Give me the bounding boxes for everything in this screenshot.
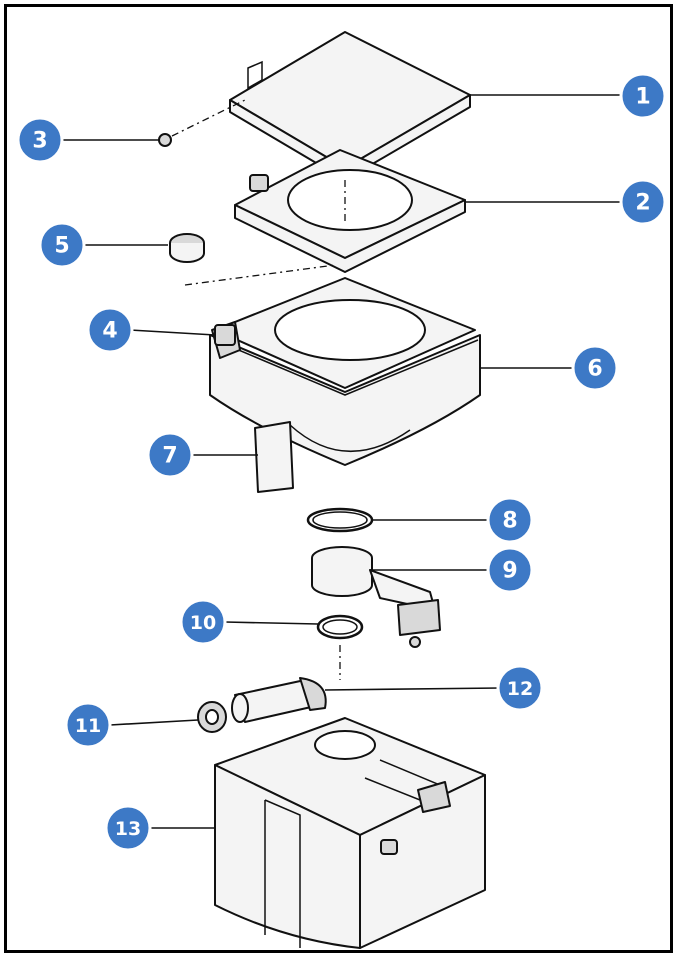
callout-7: 7 — [146, 431, 194, 479]
callout-label: 10 — [190, 612, 216, 634]
part-screw — [158, 99, 246, 147]
callout-4: 4 — [86, 306, 134, 354]
part-seat — [234, 149, 466, 273]
callout-2: 2 — [619, 178, 667, 226]
callout-5: 5 — [38, 221, 86, 269]
part-pour-spout — [231, 677, 327, 723]
callout-8: 8 — [486, 496, 534, 544]
callout-11: 11 — [64, 701, 112, 749]
callout-label: 7 — [162, 444, 177, 469]
callout-label: 9 — [502, 559, 517, 584]
callout-3: 3 — [16, 116, 64, 164]
part-outlet-valve — [311, 546, 441, 648]
callout-9: 9 — [486, 546, 534, 594]
part-seal-ring — [306, 507, 374, 533]
callout-label: 13 — [115, 818, 141, 840]
callout-label: 5 — [54, 234, 69, 259]
part-cap — [169, 233, 336, 286]
callout-6: 6 — [571, 344, 619, 392]
callout-label: 8 — [502, 509, 517, 534]
part-lower-seal-ring — [316, 614, 364, 680]
callout-1: 1 — [619, 72, 667, 120]
callout-12: 12 — [496, 664, 544, 712]
callout-13: 13 — [104, 804, 152, 852]
part-valve-lever — [214, 324, 236, 346]
callout-label: 11 — [75, 715, 101, 737]
callout-label: 3 — [32, 129, 47, 154]
callout-10: 10 — [179, 598, 227, 646]
callout-label: 1 — [635, 85, 650, 110]
part-waste-tank — [214, 717, 486, 949]
leader-lines — [60, 94, 625, 829]
callout-label: 6 — [587, 357, 602, 382]
part-spout-cap — [197, 701, 227, 733]
callout-label: 2 — [635, 191, 650, 216]
part-top-tank — [209, 277, 481, 466]
callout-label: 12 — [507, 678, 533, 700]
callout-label: 4 — [102, 319, 117, 344]
part-label — [254, 421, 294, 493]
